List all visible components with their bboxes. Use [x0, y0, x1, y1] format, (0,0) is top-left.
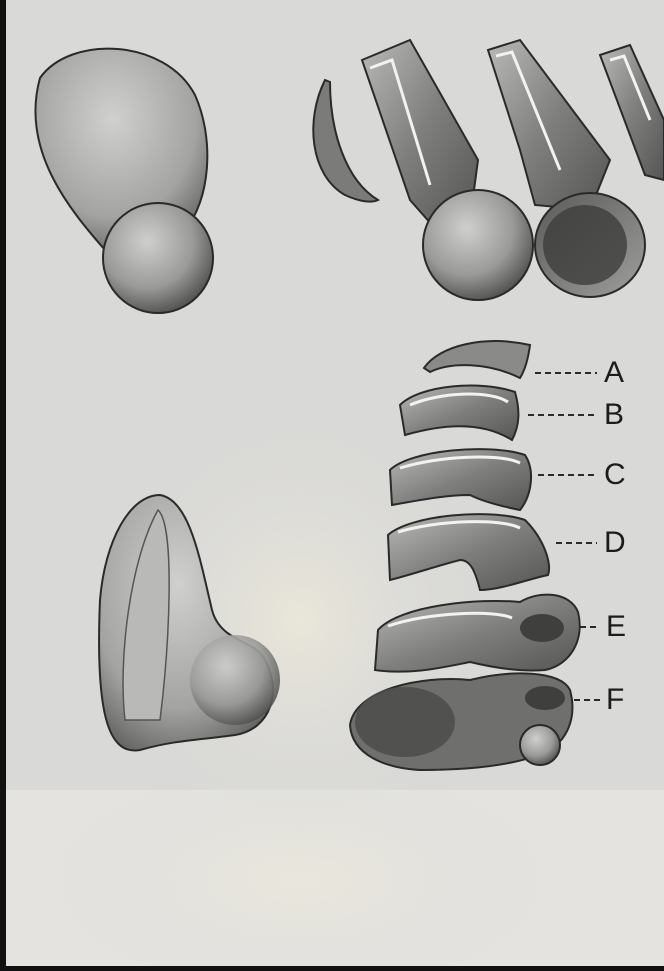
label-a: A [604, 358, 624, 388]
label-c: C [604, 460, 626, 490]
label-f: F [606, 685, 624, 715]
label-d: D [604, 528, 626, 558]
label-e: E [606, 612, 626, 642]
label-b: B [604, 400, 624, 430]
